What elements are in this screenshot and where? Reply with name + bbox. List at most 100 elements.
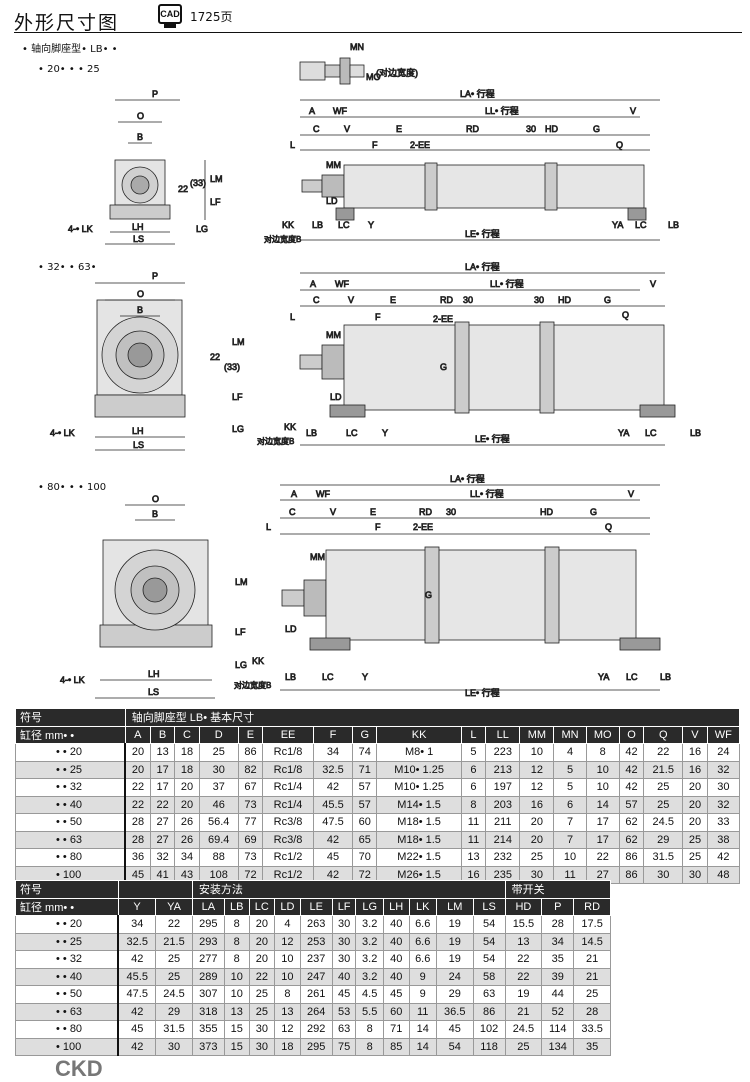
value-cell: 47.5 — [117, 985, 157, 1004]
value-cell: 25 — [155, 967, 193, 986]
page-title: 外形尺寸图 — [14, 12, 120, 34]
value-cell: 54 — [472, 950, 506, 969]
value-cell: 71 — [352, 760, 378, 779]
value-cell: 86 — [472, 1002, 506, 1021]
dimension-label-n30: 30 — [463, 295, 473, 305]
value-cell: 18 — [274, 1037, 301, 1056]
value-cell: 14 — [408, 1037, 437, 1056]
dimension-label-ll: LL• 行程 — [470, 488, 504, 499]
dimension-label-n22: 22 — [210, 352, 220, 362]
value-cell: M8• 1 — [376, 743, 462, 762]
value-cell: 77 — [237, 813, 264, 832]
column-header-wf: WF — [706, 725, 741, 744]
dimension-label-q: Q — [622, 310, 629, 320]
value-cell: 44 — [541, 985, 575, 1004]
cad-icon[interactable]: CAD — [158, 4, 182, 28]
value-cell: 8 — [223, 915, 250, 934]
value-cell: 30 — [248, 1037, 276, 1056]
value-cell: 26 — [174, 813, 200, 832]
value-cell: Rc1/8 — [262, 743, 314, 762]
value-cell: 28 — [573, 1002, 611, 1021]
dimension-label-g: G — [604, 295, 611, 305]
bore-cell: • • 80 — [15, 1020, 120, 1039]
value-cell: 32 — [706, 795, 741, 814]
value-cell: 16 — [682, 743, 708, 762]
value-cell: 4 — [553, 743, 587, 762]
column-header-c: C — [174, 725, 200, 744]
dim-lf: LF — [210, 197, 221, 207]
title-rule — [14, 32, 742, 33]
column-header-y: Y — [117, 897, 157, 916]
value-cell: 27 — [585, 865, 620, 884]
value-cell: 118 — [472, 1037, 506, 1056]
value-cell: 57 — [352, 778, 378, 797]
value-cell: 8 — [460, 795, 487, 814]
column-header-f: F — [312, 725, 354, 744]
dimension-label-kk: KK — [252, 656, 264, 666]
value-cell: 20 — [124, 743, 151, 762]
dimension-label-a: A — [310, 279, 316, 289]
value-cell: 29 — [155, 1002, 193, 1021]
value-cell: Rc1/4 — [262, 778, 314, 797]
column-header-q: Q — [643, 725, 684, 744]
cad-page-ref[interactable]: 1725页 — [190, 10, 233, 24]
value-cell: 28 — [541, 915, 575, 934]
value-cell: 13 — [504, 932, 543, 951]
value-cell: 22 — [149, 795, 176, 814]
value-cell: 18 — [174, 760, 200, 779]
column-header-lm: LM — [435, 897, 474, 916]
dimension-label-ya: YA — [618, 428, 629, 438]
dimension-label-c: C — [289, 507, 296, 517]
dimension-label-lc: LC — [626, 672, 638, 682]
dimension-label-lf: LF — [235, 627, 246, 637]
dimension-label-lb: LB — [312, 220, 323, 230]
rod-end-detail: MN MO (对边宽度) — [299, 42, 418, 85]
value-cell: 24.5 — [504, 1020, 543, 1039]
dimension-label-ld: LD — [330, 392, 342, 402]
dim-22: 22 — [178, 184, 188, 194]
dimension-label-le: LE• 行程 — [475, 433, 510, 444]
value-cell: 31.5 — [643, 848, 684, 867]
dimension-label-ll: LL• 行程 — [490, 278, 524, 289]
value-cell: 29 — [643, 830, 684, 849]
value-cell: 20 — [248, 932, 276, 951]
dimension-label-wf: WF — [333, 106, 347, 116]
value-cell: 20 — [519, 830, 555, 849]
value-cell: 25 — [504, 1037, 543, 1056]
dimension-label-e: E — [396, 124, 402, 134]
value-cell: 73 — [237, 795, 264, 814]
value-cell: 10 — [274, 967, 301, 986]
dimension-label-kk: KK — [284, 422, 296, 432]
value-cell: 10 — [519, 743, 555, 762]
value-cell: 13 — [223, 1002, 250, 1021]
value-cell: 7 — [553, 830, 587, 849]
value-cell: 307 — [191, 985, 225, 1004]
value-cell: 22 — [124, 778, 151, 797]
value-cell: 264 — [299, 1002, 333, 1021]
dimension-label-lb: LB — [660, 672, 671, 682]
dimension-label-hd: HD — [558, 295, 571, 305]
dimension-label-lg: LG — [235, 660, 247, 670]
value-cell: 72 — [352, 865, 378, 884]
value-cell: 30 — [198, 760, 239, 779]
value-cell: 35 — [573, 1037, 611, 1056]
dimension-label-lg: LG — [232, 424, 244, 434]
dimension-label-f: F — [375, 522, 381, 532]
size-range-1: • 20• • • 25 — [38, 64, 100, 75]
value-cell: 13 — [274, 1002, 301, 1021]
dimension-label-n30: 30 — [526, 124, 536, 134]
bore-cell: • • 25 — [15, 932, 120, 951]
value-cell: 12 — [274, 932, 301, 951]
value-cell: 24 — [435, 967, 474, 986]
dim-b: B — [137, 132, 143, 142]
value-cell: 45 — [435, 1020, 474, 1039]
value-cell: 42 — [618, 760, 645, 779]
value-cell: 19 — [504, 985, 543, 1004]
value-cell: 292 — [299, 1020, 333, 1039]
dimension-label-lh: LH — [148, 669, 160, 679]
bore-cell: • • 40 — [15, 967, 120, 986]
dimension-label-la: LA• 行程 — [460, 88, 495, 99]
